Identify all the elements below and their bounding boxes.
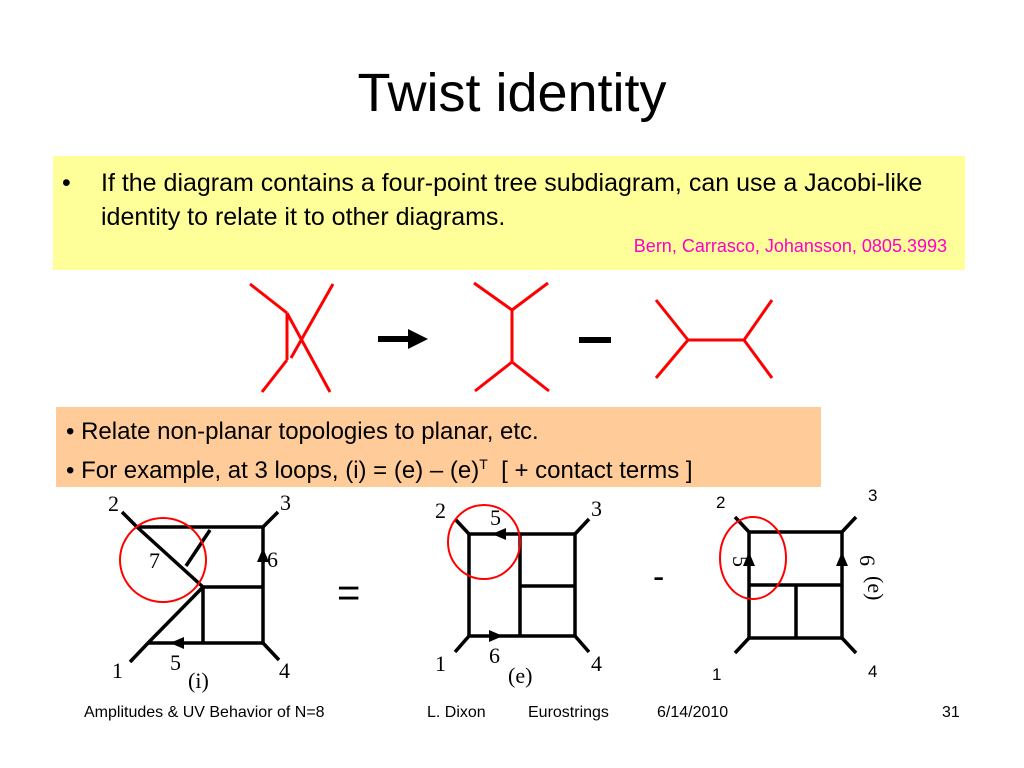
bullet-marker: • — [62, 169, 71, 197]
leg-label: 1 — [435, 651, 446, 676]
momentum-label: 5 — [490, 505, 501, 530]
momentum-label: 5 — [170, 650, 181, 675]
momentum-label: 6 — [489, 643, 500, 668]
bullet-definition: If the diagram contains a four-point tre… — [101, 169, 923, 231]
diagram-label: (e) — [508, 663, 532, 688]
minus-sign: - — [653, 558, 664, 596]
leg-label: 4 — [279, 658, 290, 683]
contact-terms: [ + contact terms ] — [501, 457, 693, 484]
diagram-e — [453, 517, 591, 654]
momentum-label: 7 — [149, 548, 160, 573]
page-number: 31 — [942, 704, 960, 721]
footer-date: 6/14/2010 — [657, 704, 729, 721]
example-box: • Relate non-planar topologies to planar… — [56, 407, 821, 487]
arrow-right-icon — [489, 630, 503, 642]
citation: Bern, Carrasco, Johansson, 0805.3993 — [633, 236, 947, 256]
leg-label: 3 — [868, 486, 877, 505]
arrow-up-icon — [257, 548, 269, 562]
momentum-label: 6 — [267, 547, 278, 572]
arrow-left-icon — [492, 528, 506, 540]
leg-label: 4 — [591, 651, 602, 676]
leg-label: 3 — [591, 496, 602, 521]
momentum-label-rotated: 5 — [728, 556, 753, 567]
leg-label: 3 — [280, 490, 291, 515]
leg-label: 1 — [712, 665, 721, 684]
leg-label: 1 — [112, 658, 123, 683]
bullet-example: • For example, at 3 loops, (i) = (e) – (… — [66, 449, 693, 486]
footer-talk: Amplitudes & UV Behavior of N=8 — [84, 704, 325, 721]
diagram-label: (i) — [188, 668, 209, 693]
leg-label: 2 — [435, 498, 446, 523]
leg-label: 2 — [108, 491, 119, 516]
minus-sign-icon — [579, 337, 611, 343]
footer-author: L. Dixon — [427, 704, 486, 721]
diagram-label-rotated: (e) — [863, 576, 888, 600]
diagram-crossed — [249, 282, 335, 393]
leg-label: 2 — [716, 493, 725, 512]
arrow-icon — [378, 329, 428, 349]
diagram-s-channel — [473, 281, 550, 393]
footer-venue: Eurostrings — [528, 704, 609, 721]
diagram-e-transpose — [733, 515, 858, 655]
definition-box: Bern, Carrasco, Johansson, 0805.3993 — [53, 156, 965, 270]
example-text: • For example, at 3 loops, (i) = (e) – (… — [66, 457, 480, 484]
leg-label: 4 — [868, 662, 877, 681]
red-circle-i — [119, 517, 207, 603]
diagram-t-channel — [654, 299, 774, 379]
red-circle-e — [447, 504, 521, 580]
bullet-nonplanar: • Relate non-planar topologies to planar… — [66, 418, 539, 445]
slide-title: Twist identity — [357, 63, 667, 123]
equals-sign: = — [337, 571, 360, 615]
arrow-up-icon — [836, 552, 848, 566]
red-circle-et — [719, 516, 787, 600]
momentum-label-rotated: 6 — [855, 555, 880, 566]
arrow-left-icon — [170, 637, 184, 649]
diagram-i — [120, 510, 281, 664]
transpose-sup: T — [479, 456, 488, 472]
arrow-up-icon — [743, 552, 755, 566]
